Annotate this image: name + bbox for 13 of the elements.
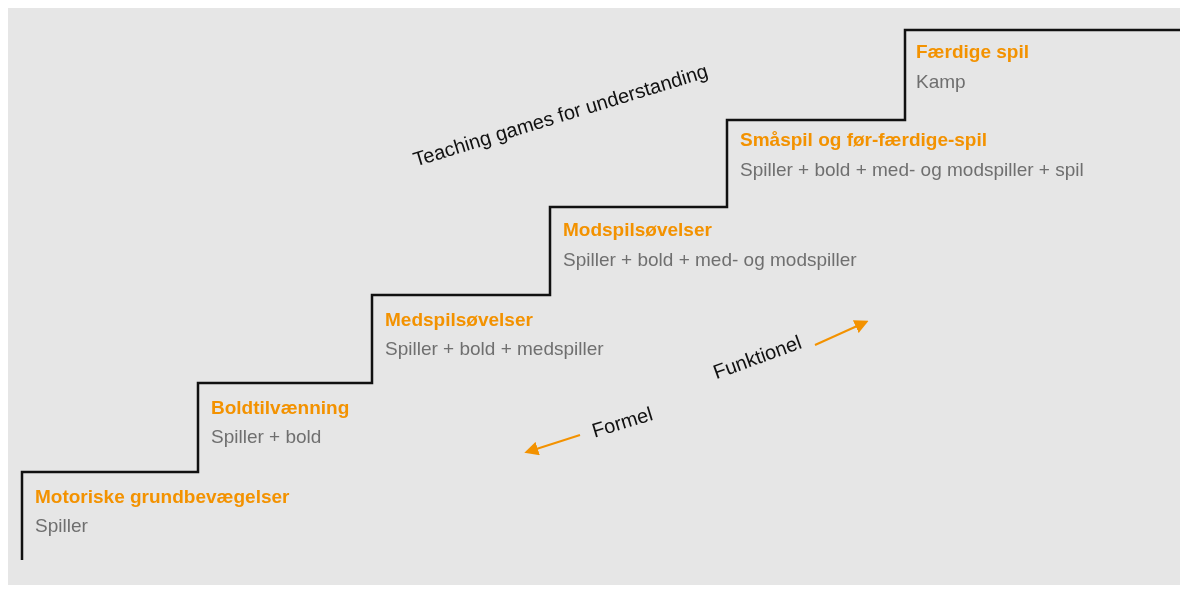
step-description: Spiller + bold + med- og modspiller: [563, 249, 857, 271]
step-description: Spiller: [35, 515, 88, 537]
step-description: Spiller + bold + medspiller: [385, 338, 604, 360]
step-heading: Færdige spil: [916, 41, 1029, 63]
step-description: Kamp: [916, 71, 966, 93]
step-description: Spiller + bold: [211, 426, 322, 448]
step-description: Spiller + bold + med- og modspiller + spil: [740, 159, 1084, 181]
rotated-label: Formel: [589, 402, 655, 442]
step-heading: Boldtilvænning: [211, 397, 350, 419]
step-heading: Småspil og før-færdige-spil: [740, 129, 988, 151]
step-heading: Modspilsøvelser: [563, 219, 712, 241]
step-heading: Motoriske grundbevægelser: [35, 486, 290, 508]
step-heading: Medspilsøvelser: [385, 309, 533, 331]
